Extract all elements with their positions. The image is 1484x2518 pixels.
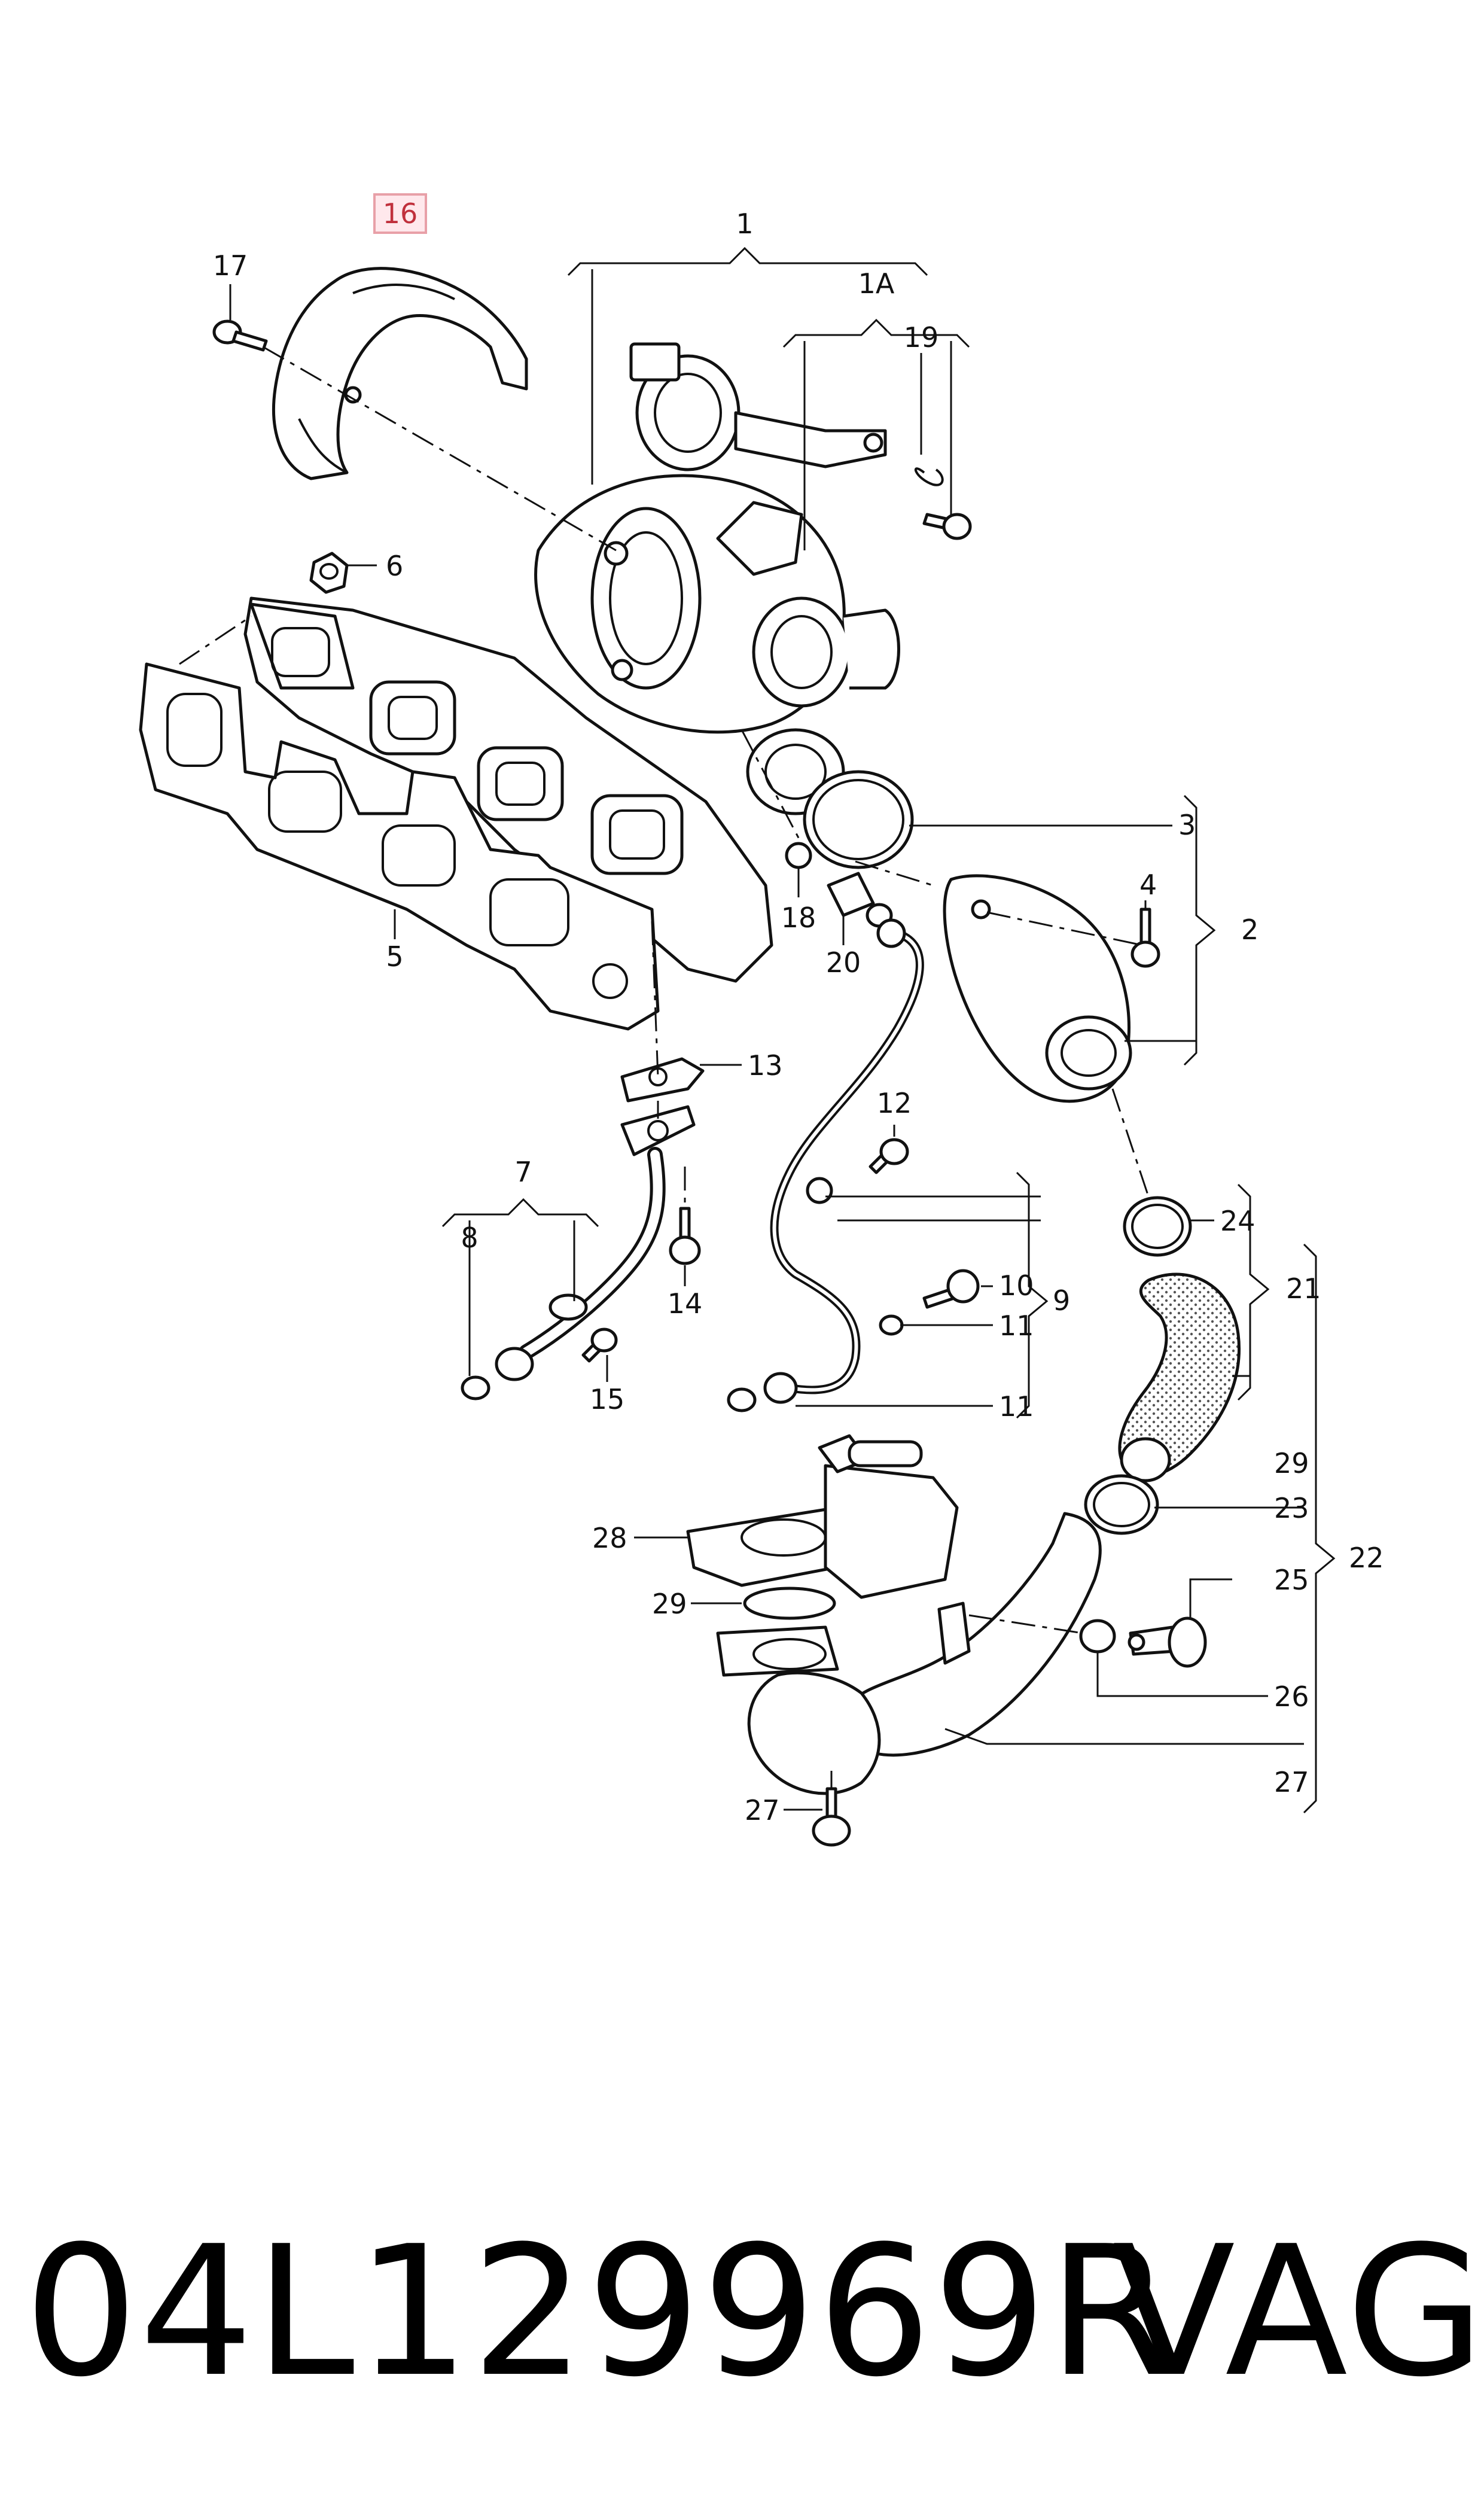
oil-line-nut-bottom	[763, 1372, 798, 1404]
fitting-20	[827, 872, 893, 928]
bolt-15	[581, 1327, 618, 1363]
part-number-footer: 04L129969R VAG	[0, 2213, 1484, 2411]
highlight-box-16	[373, 193, 427, 234]
sensor-25	[1128, 1616, 1207, 1668]
callout-25[interactable]: 25	[1274, 1564, 1309, 1596]
callout-18[interactable]: 18	[781, 902, 816, 934]
egr-pipe-22	[716, 1512, 1102, 1795]
oil-line-nut-top	[876, 918, 906, 948]
callout-21[interactable]: 21	[1286, 1272, 1321, 1305]
callout-13[interactable]: 13	[748, 1049, 783, 1082]
callout-1A[interactable]: 1A	[858, 267, 895, 300]
clip-19	[914, 467, 944, 486]
callout-12[interactable]: 12	[877, 1087, 912, 1119]
gasket-13	[620, 1057, 705, 1103]
assembly-lines	[179, 346, 1150, 1789]
bolt-actuator	[922, 513, 972, 540]
leader-lines	[229, 246, 1336, 1814]
callout-10[interactable]: 10	[999, 1269, 1034, 1302]
bolt-17	[212, 319, 268, 352]
callout-8[interactable]: 8	[461, 1222, 478, 1254]
turbocharger	[534, 474, 900, 815]
callout-27-bolt[interactable]: 27	[745, 1794, 780, 1826]
callout-19[interactable]: 19	[904, 321, 939, 354]
bolt-4	[1130, 908, 1160, 968]
egr-valve-28	[686, 1434, 959, 1599]
callout-16[interactable]: 16	[383, 197, 418, 230]
seal-11-upper	[879, 1314, 904, 1336]
callout-2[interactable]: 2	[1241, 914, 1258, 946]
callout-14[interactable]: 14	[668, 1287, 703, 1320]
gasket-29	[743, 1587, 836, 1620]
callout-20[interactable]: 20	[826, 946, 861, 979]
callout-3[interactable]: 3	[1178, 809, 1196, 841]
seal-8	[461, 1375, 490, 1400]
callout-7[interactable]: 7	[514, 1156, 532, 1188]
callout-4[interactable]: 4	[1139, 869, 1157, 901]
oil-return-line	[495, 1105, 696, 1381]
o-ring-3	[803, 770, 914, 869]
seal-18	[785, 842, 812, 869]
clamp-24	[1123, 1196, 1192, 1257]
hose-end	[1120, 1437, 1171, 1482]
manifold-gasket	[139, 662, 660, 1031]
callout-28[interactable]: 28	[592, 1522, 627, 1554]
heat-shield	[272, 267, 528, 480]
oil-supply-line-inner	[772, 931, 922, 1392]
part-number: 04L129969R	[24, 2208, 1174, 2416]
callout-22[interactable]: 22	[1349, 1542, 1384, 1574]
callout-17[interactable]: 17	[213, 249, 248, 282]
nut-6	[309, 552, 349, 594]
callout-1[interactable]: 1	[736, 208, 753, 240]
callout-26[interactable]: 26	[1274, 1680, 1309, 1713]
oil-line-bracket	[806, 1177, 833, 1204]
bolt-27	[812, 1787, 851, 1847]
clamp-23	[1084, 1474, 1159, 1535]
bolt-10	[922, 1269, 980, 1309]
callout-24[interactable]: 24	[1220, 1205, 1256, 1237]
exhaust-manifold	[243, 596, 773, 983]
exhaust-pipe-2	[943, 874, 1132, 1103]
brand-name: VAG	[1113, 2208, 1484, 2416]
bolt-14	[669, 1207, 701, 1265]
callout-labels: 1 1A 2 3 4 5 6 7 8 9 10 11 11 12 13 14 1…	[213, 197, 1384, 1826]
callout-6[interactable]: 6	[386, 550, 403, 582]
callout-23[interactable]: 23	[1274, 1492, 1309, 1524]
callout-29-top[interactable]: 29	[1274, 1447, 1309, 1479]
callout-15[interactable]: 15	[590, 1383, 625, 1415]
callout-11-lower[interactable]: 11	[999, 1390, 1034, 1423]
bolt-12	[869, 1138, 909, 1174]
callout-9[interactable]: 9	[1053, 1284, 1070, 1317]
seal-26	[1079, 1619, 1116, 1654]
wastegate-actuator	[629, 342, 887, 471]
callout-5[interactable]: 5	[386, 940, 403, 973]
callout-11-upper[interactable]: 11	[999, 1310, 1034, 1342]
seal-11-lower	[727, 1387, 757, 1412]
callout-27-pipe[interactable]: 27	[1274, 1766, 1309, 1798]
callout-29-gasket[interactable]: 29	[652, 1588, 687, 1620]
